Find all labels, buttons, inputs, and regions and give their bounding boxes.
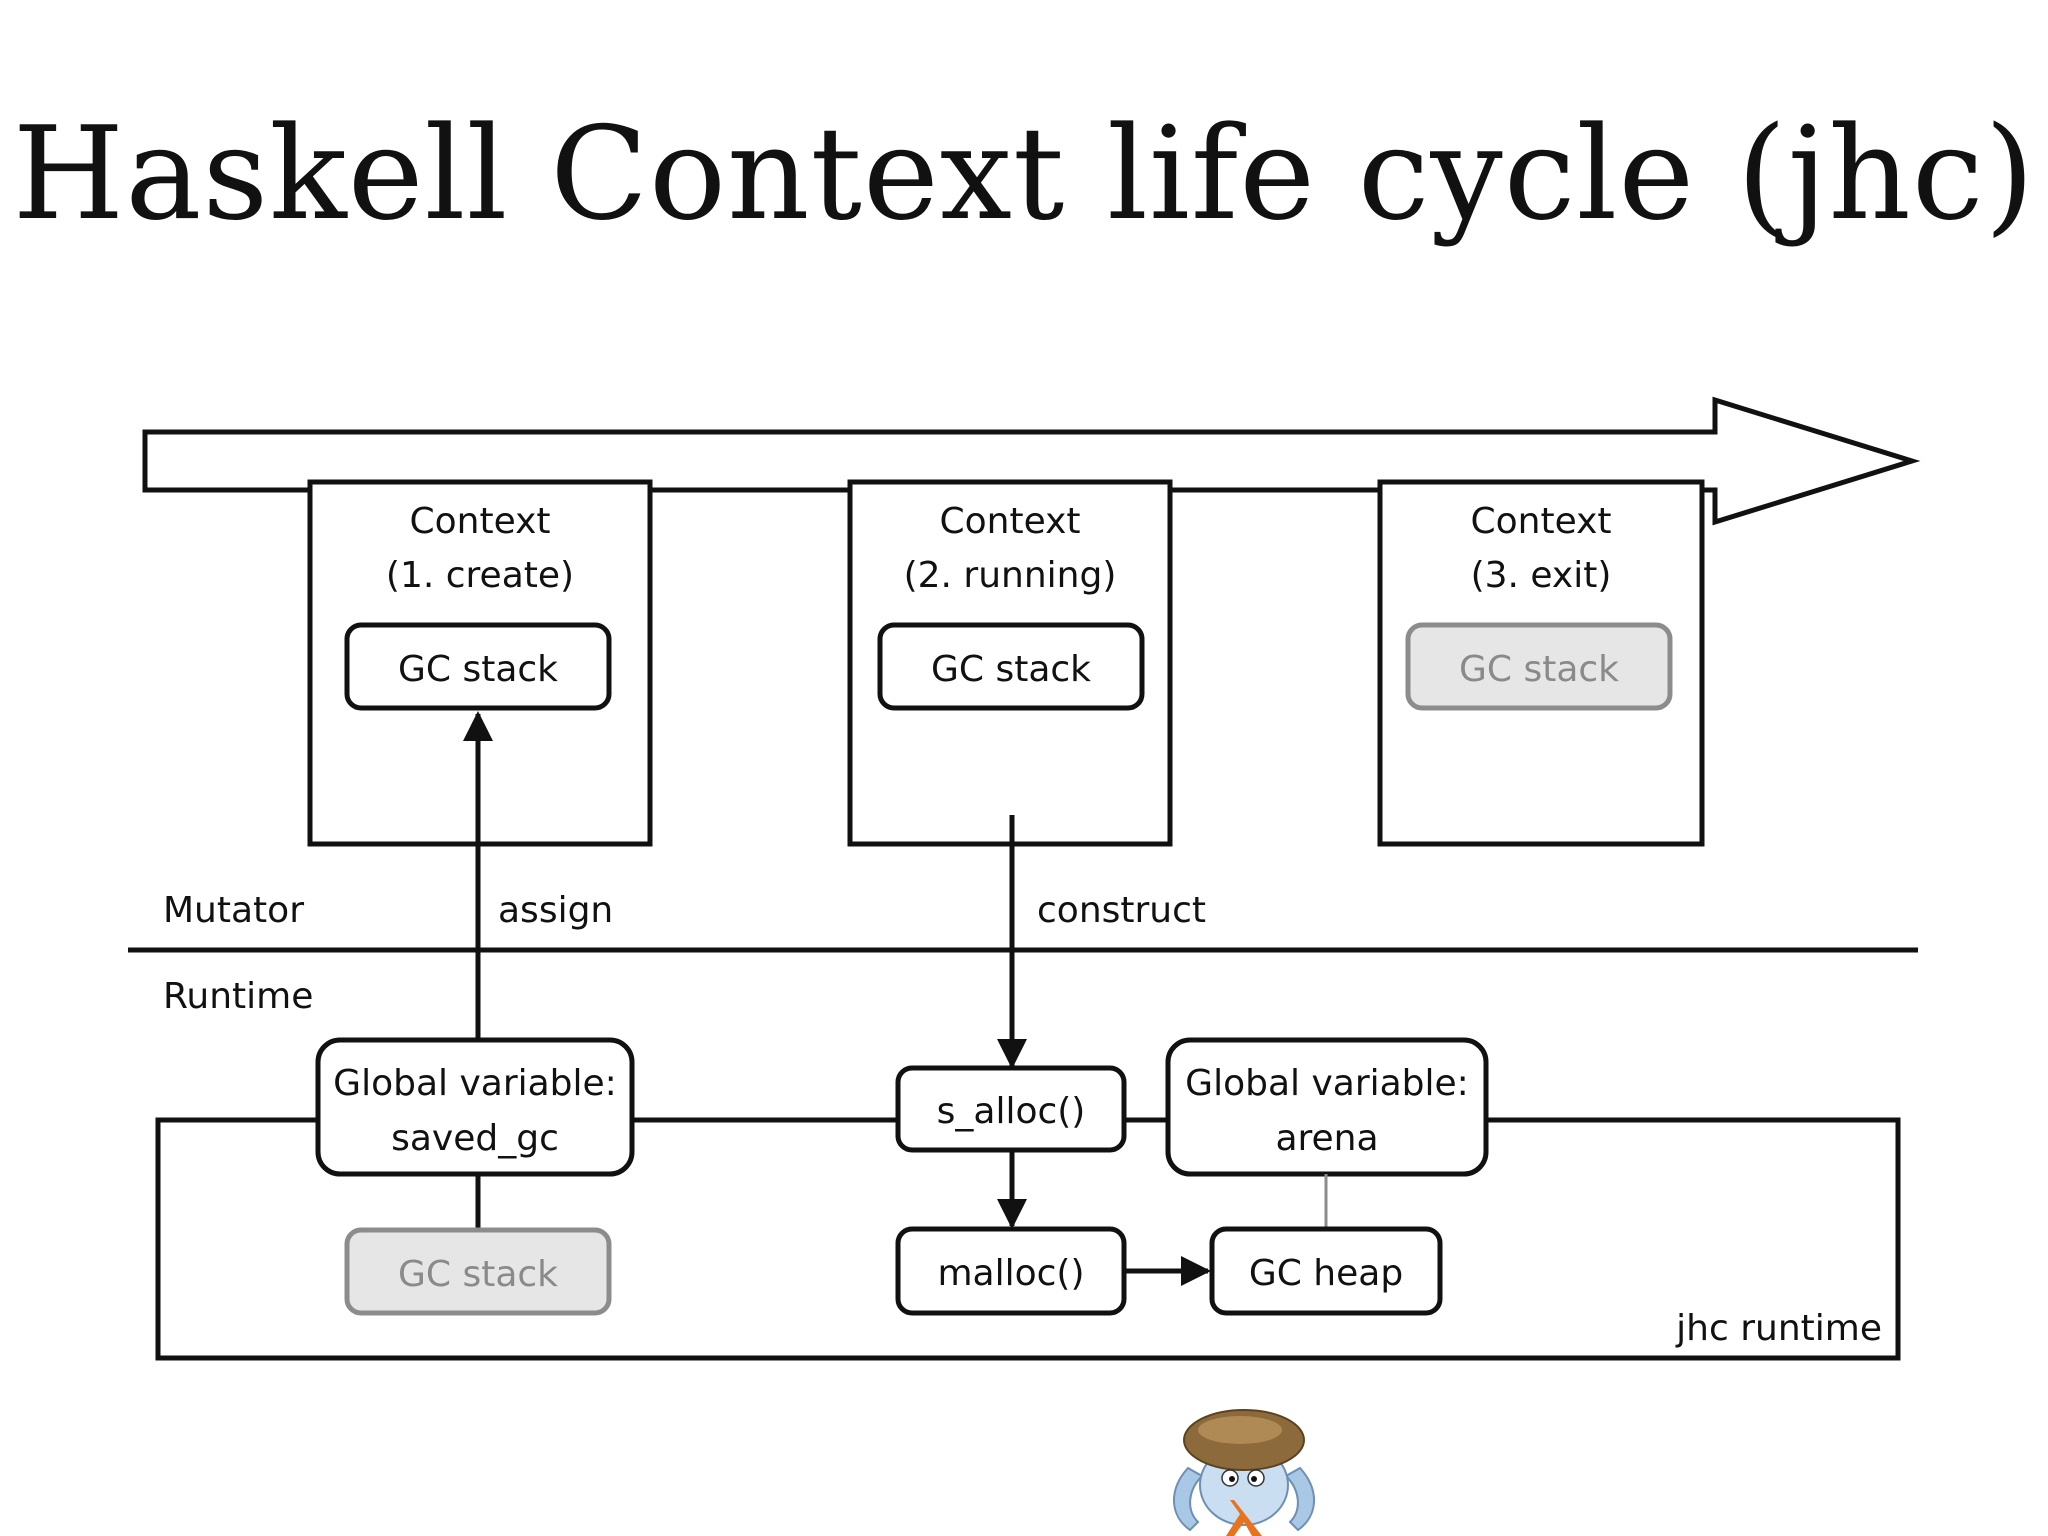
context-running-stage: (2. running) [904,555,1117,596]
s-alloc-label: s_alloc() [937,1091,1086,1132]
saved-gc-node [315,1037,635,1177]
saved-gc-stack-label: GC stack [398,1254,558,1295]
construct-label: construct [1037,890,1206,931]
context-running-gc-stack: GC stack [931,649,1091,690]
arena-line2: arena [1275,1118,1378,1159]
context-exit-title: Context [1470,501,1611,542]
context-create-title: Context [409,501,550,542]
gc-heap-node [1209,1226,1443,1316]
arena-line1: Global variable: [1185,1063,1469,1104]
jhc-mascot-logo [1173,1409,1315,1536]
malloc-label: malloc() [937,1253,1084,1294]
context-exit: Context (3. exit) GC stack [1377,479,1705,847]
saved-gc-line1: Global variable: [333,1063,617,1104]
context-create-stage: (1. create) [386,555,574,596]
context-running: Context (2. running) GC stack [847,479,1173,847]
saved-gc-stack-node [344,1227,612,1316]
gc-heap-label: GC heap [1249,1253,1403,1294]
runtime-label: Runtime [163,976,313,1017]
saved-gc-line2: saved_gc [391,1118,559,1159]
jhc-runtime-label: jhc runtime [1675,1308,1882,1349]
mutator-label: Mutator [163,890,304,931]
context-create-gc-stack: GC stack [398,649,558,690]
assign-label: assign [498,890,613,931]
context-running-title: Context [939,501,1080,542]
context-exit-stage: (3. exit) [1471,555,1612,596]
slide-title: Haskell Context life cycle (jhc) [12,100,2036,249]
context-exit-gc-stack: GC stack [1459,649,1619,690]
